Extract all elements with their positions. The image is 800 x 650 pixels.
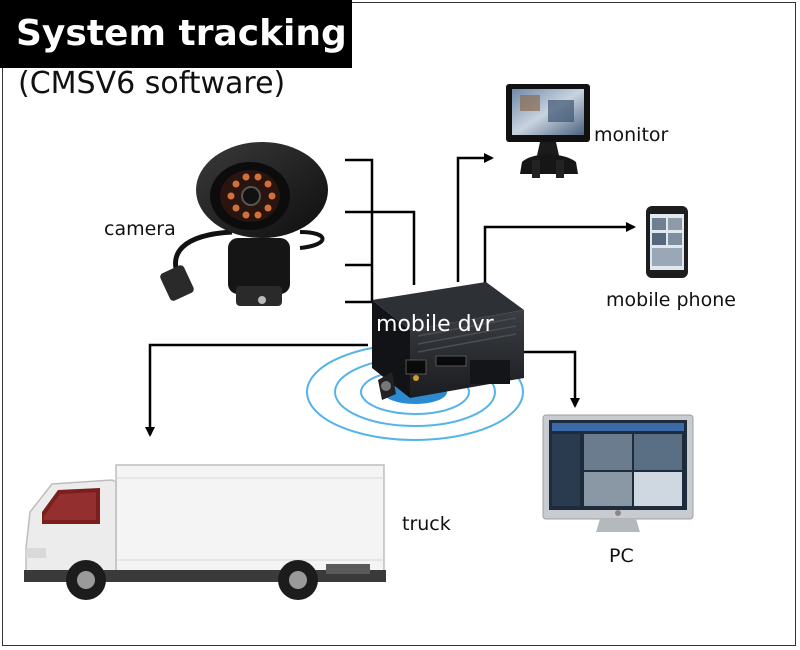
camera-connector [345, 158, 416, 304]
truck-icon [24, 464, 386, 600]
monitor-label: monitor [594, 124, 669, 146]
mobile-phone-icon [646, 206, 688, 278]
page-subtitle: (CMSV6 software) [18, 66, 286, 101]
arrow-to-pc [515, 350, 580, 408]
camera-icon [160, 142, 328, 306]
monitor-icon [506, 84, 590, 178]
arrow-to-monitor [456, 153, 494, 282]
dvr-icon [372, 282, 524, 400]
pc-label: PC [609, 545, 634, 567]
arrow-to-phone [483, 222, 636, 295]
camera-label: camera [104, 218, 176, 240]
truck-label: truck [402, 513, 451, 535]
arrow-to-truck [145, 343, 368, 437]
mobile-dvr-label: mobile dvr [376, 312, 494, 337]
mobile-phone-label: mobile phone [606, 289, 736, 311]
pc-icon [542, 414, 694, 532]
page-title: System tracking [0, 0, 352, 68]
